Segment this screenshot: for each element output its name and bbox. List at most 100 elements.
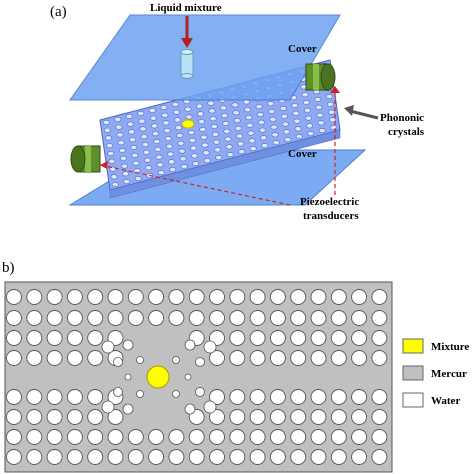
water-hole — [371, 429, 388, 445]
slab-hole — [175, 125, 183, 131]
water-hole — [209, 449, 225, 465]
slab-hole — [138, 118, 146, 124]
slab-hole — [114, 116, 122, 122]
water-hole — [310, 389, 327, 405]
slab-hole — [156, 162, 164, 168]
water-hole — [310, 310, 327, 326]
water-hole — [351, 389, 368, 405]
water-hole — [26, 429, 43, 445]
water-hole — [290, 389, 307, 405]
slab-hole — [161, 112, 169, 118]
water-hole — [249, 449, 266, 465]
water-hole — [351, 310, 368, 326]
water-hole — [229, 330, 246, 346]
top-cover — [69, 14, 341, 101]
slab-hole — [307, 131, 315, 137]
water-hole — [46, 289, 63, 305]
defect-hole — [113, 387, 123, 397]
slab-hole — [148, 107, 156, 113]
slab-hole — [141, 142, 149, 148]
water-hole — [249, 389, 266, 405]
slab-hole — [215, 155, 223, 161]
slab-hole — [134, 176, 142, 182]
slab-hole — [178, 148, 186, 154]
slab-hole — [210, 124, 218, 130]
water-hole — [269, 389, 286, 405]
water-hole — [269, 350, 286, 366]
defect-hole — [136, 356, 144, 364]
water-hole — [330, 409, 347, 425]
slab-hole — [245, 115, 253, 121]
slab-hole — [202, 150, 210, 156]
crystal-holes — [102, 62, 338, 188]
slab-hole — [267, 101, 275, 107]
slab-hole — [327, 109, 335, 115]
water-hole — [107, 310, 124, 326]
water-hole — [330, 289, 347, 305]
water-hole — [330, 350, 347, 366]
label-cover-top: Cover — [288, 43, 317, 55]
water-hole — [66, 449, 83, 465]
slab-hole — [213, 139, 221, 145]
water-hole — [290, 429, 307, 445]
water-hole — [46, 409, 63, 425]
slab-hole — [281, 121, 289, 127]
slab-hole — [224, 136, 232, 142]
slab-hole — [325, 94, 333, 100]
slab-hole — [105, 135, 113, 141]
slab-hole — [291, 103, 299, 109]
water-hole — [209, 409, 225, 425]
water-hole — [6, 429, 22, 445]
slab-hole — [117, 140, 125, 146]
slab-hole — [318, 128, 326, 134]
slab-hole — [256, 112, 264, 118]
slab-hole — [128, 129, 136, 135]
defect-hole — [136, 390, 144, 398]
water-hole — [6, 350, 22, 366]
defect-hole — [172, 390, 180, 398]
water-hole — [107, 409, 124, 425]
slab-hole — [119, 155, 127, 161]
piezo-arrowhead-left — [100, 161, 108, 169]
water-hole — [330, 429, 347, 445]
slab-hole — [108, 158, 116, 164]
slab-hole — [326, 101, 334, 107]
water-hole — [87, 389, 104, 405]
water-hole — [26, 449, 43, 465]
water-hole — [229, 429, 246, 445]
water-hole — [46, 330, 63, 346]
slab-hole — [167, 151, 175, 157]
defect-hole — [124, 373, 132, 381]
slab-hole — [137, 110, 145, 116]
slab-hole — [234, 125, 242, 131]
water-hole — [87, 409, 104, 425]
slab-hole — [179, 156, 187, 162]
legend-label-mercury: Mercur — [431, 368, 467, 380]
slab-hole — [197, 111, 205, 117]
slab-hole — [314, 97, 322, 103]
slab-hole — [131, 152, 139, 158]
water-hole — [371, 330, 388, 346]
water-hole — [269, 289, 286, 305]
water-hole — [26, 310, 43, 326]
water-hole — [107, 449, 124, 465]
slab-hole — [200, 134, 208, 140]
legend-label-water: Water — [431, 395, 460, 407]
slab-hole — [151, 123, 159, 129]
slab-hole — [261, 143, 269, 149]
slab-hole — [103, 127, 111, 133]
slab-hole — [233, 118, 241, 124]
inlet-arrowhead — [181, 38, 193, 48]
slab-hole — [330, 125, 338, 131]
water-hole — [6, 449, 22, 465]
water-hole — [249, 310, 266, 326]
label-cover-bottom: Cover — [288, 148, 317, 160]
slab-hole — [126, 121, 134, 127]
water-hole — [66, 350, 83, 366]
water-hole — [310, 449, 327, 465]
water-hole — [351, 429, 368, 445]
slab-hole — [238, 149, 246, 155]
water-hole — [351, 409, 368, 425]
slab-hole — [294, 126, 302, 132]
slab-hole — [102, 119, 110, 125]
